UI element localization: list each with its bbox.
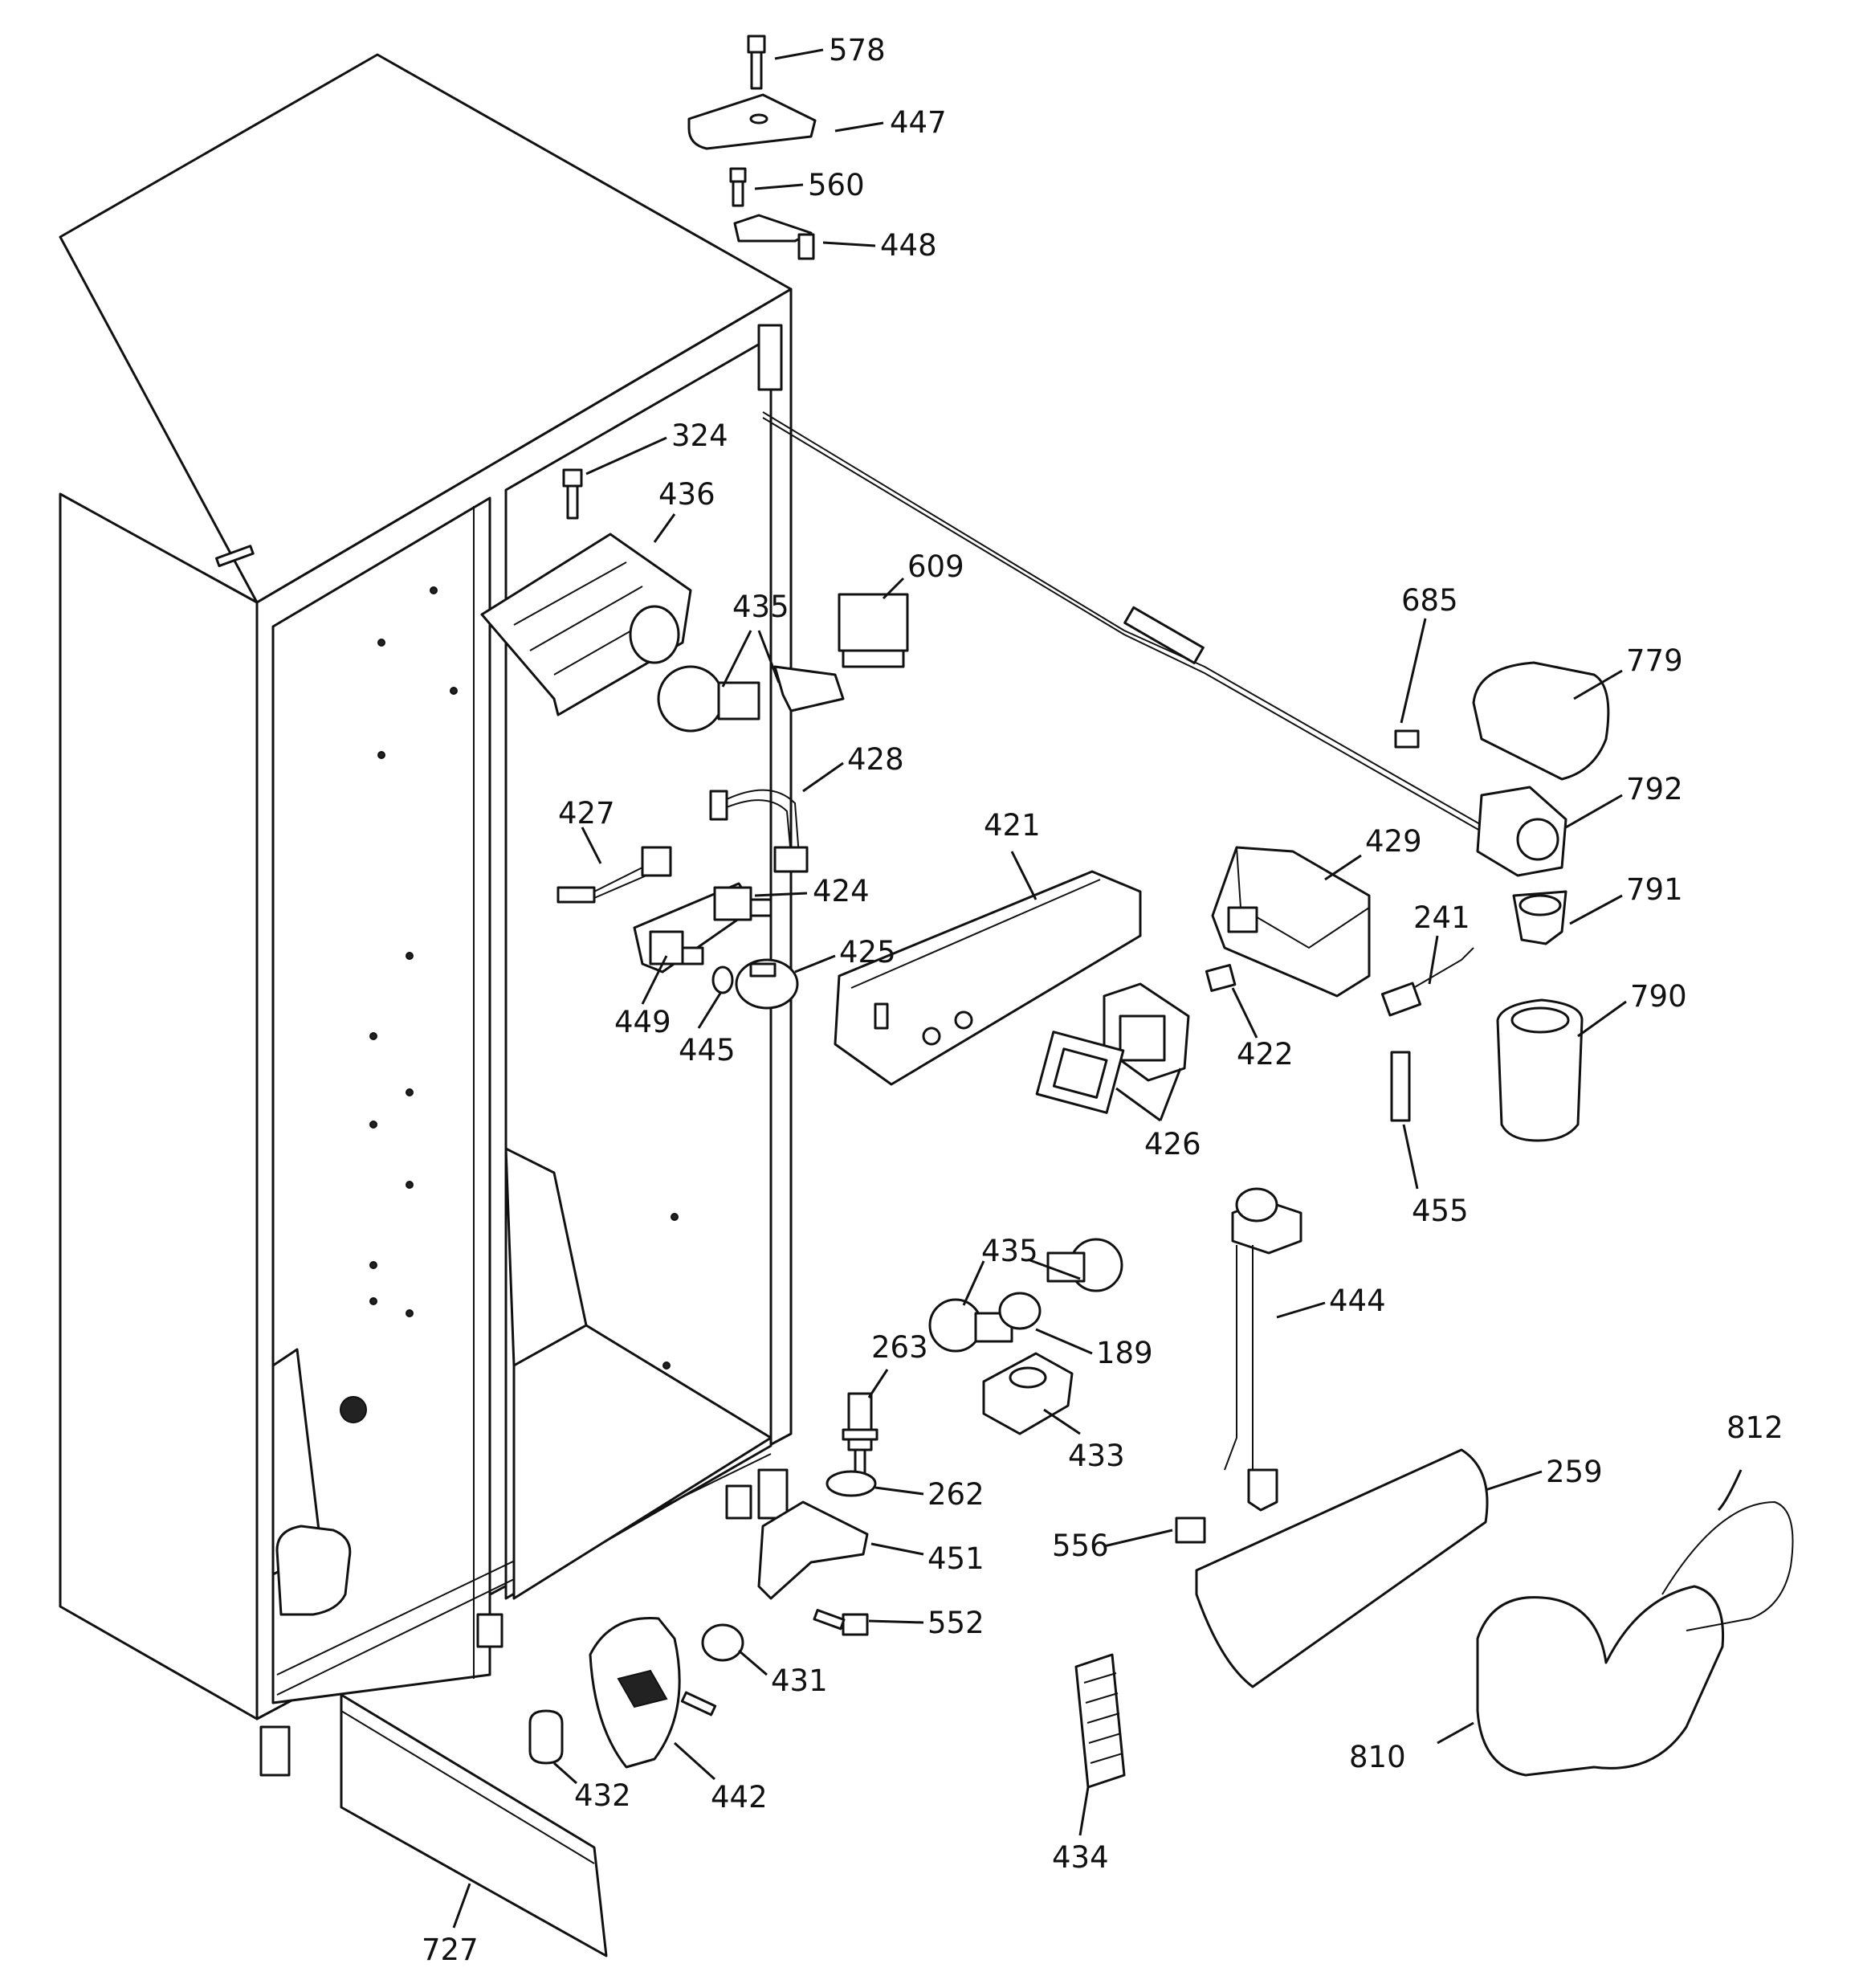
- callout-790: 790: [1630, 979, 1687, 1014]
- callout-262: 262: [927, 1477, 984, 1512]
- callout-263: 263: [871, 1330, 928, 1365]
- callout-560: 560: [808, 168, 865, 202]
- callout-424: 424: [813, 874, 870, 908]
- callout-421: 421: [984, 808, 1041, 843]
- callout-436: 436: [658, 477, 715, 512]
- callout-448: 448: [880, 228, 937, 263]
- callout-455: 455: [1412, 1194, 1469, 1228]
- callout-425: 425: [839, 935, 896, 970]
- callout-445: 445: [679, 1033, 736, 1067]
- callout-433: 433: [1068, 1439, 1125, 1473]
- callout-422: 422: [1237, 1037, 1294, 1072]
- callout-779: 779: [1626, 643, 1683, 678]
- callout-435-upper: 435: [732, 590, 789, 624]
- callout-451: 451: [927, 1541, 984, 1576]
- callout-792: 792: [1626, 772, 1683, 806]
- callout-428: 428: [847, 742, 904, 777]
- part-578-screw: [747, 35, 766, 90]
- callout-324: 324: [671, 418, 728, 453]
- refrigerator-cabinet: [59, 53, 793, 1777]
- callout-578: 578: [829, 33, 886, 67]
- callout-556: 556: [1052, 1529, 1109, 1563]
- callout-426: 426: [1144, 1127, 1201, 1161]
- callout-435-lower: 435: [981, 1234, 1038, 1268]
- callout-434: 434: [1052, 1840, 1109, 1875]
- callout-259: 259: [1546, 1455, 1603, 1489]
- callout-791: 791: [1626, 872, 1683, 907]
- callout-812: 812: [1726, 1410, 1784, 1445]
- callout-447: 447: [890, 105, 947, 140]
- callout-241: 241: [1413, 900, 1470, 935]
- callouts: 578 447 560 448 324 436 609 435 685 779 …: [422, 33, 1784, 1967]
- callout-431: 431: [771, 1663, 828, 1698]
- cabinet-holes: [340, 586, 679, 1423]
- leader-lines: [452, 48, 1743, 1929]
- callout-444: 444: [1329, 1284, 1386, 1318]
- callout-810: 810: [1349, 1740, 1406, 1774]
- callout-429: 429: [1365, 824, 1422, 859]
- grille-lines: [1083, 1672, 1123, 1764]
- callout-442: 442: [711, 1780, 768, 1815]
- callout-427: 427: [558, 796, 615, 831]
- callout-449: 449: [614, 1005, 671, 1039]
- callout-609: 609: [907, 549, 964, 584]
- parts: [340, 35, 1794, 1957]
- callout-552: 552: [927, 1606, 984, 1640]
- callout-432: 432: [574, 1778, 631, 1813]
- callout-189: 189: [1096, 1336, 1153, 1370]
- part-560-screw: [729, 167, 747, 207]
- callout-727: 727: [422, 1933, 479, 1967]
- callout-685: 685: [1401, 583, 1458, 618]
